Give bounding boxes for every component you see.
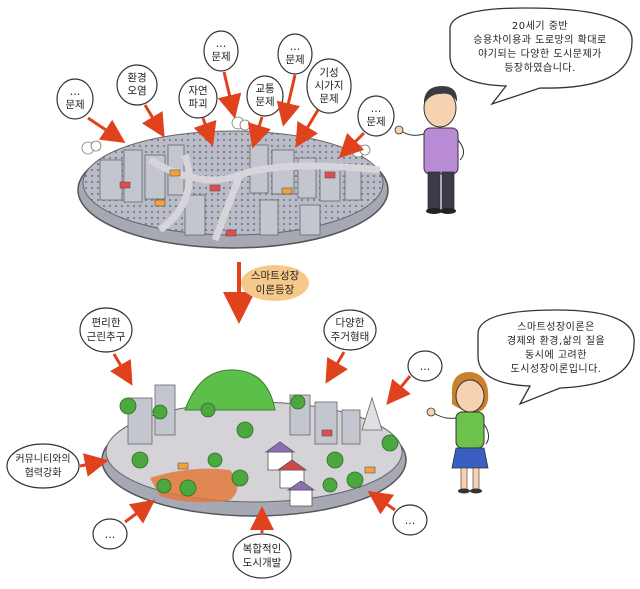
problem-bubble-8: … 문제 xyxy=(357,95,395,137)
top-problem-bubbles: … 문제 환경 오염 자연 파괴 … 문제 교통 문제 … 문제 xyxy=(56,30,395,137)
bubble-line: … xyxy=(371,103,382,115)
bubble-line: 문제 xyxy=(285,54,304,66)
top-city-roads xyxy=(148,153,381,242)
bubble-line: … xyxy=(70,86,81,98)
problem-bubble-6: … 문제 xyxy=(277,33,313,75)
speech-line: 20세기 중반 xyxy=(512,20,568,32)
benefit-bubble-4: 커뮤니티와의 협력강화 xyxy=(6,443,80,489)
bubble-line: … xyxy=(105,529,116,541)
transition: 스마트성장 이론등장 xyxy=(223,262,309,324)
bubble-line: 문제 xyxy=(319,93,338,105)
speech-line: 스마트성장이론은 xyxy=(517,321,595,333)
benefit-bubble-5: … xyxy=(92,518,128,550)
bubble-line: 파괴 xyxy=(188,98,207,110)
benefit-bubble-1: 편리한 근린추구 xyxy=(79,307,133,353)
bubble-line: 시가지 xyxy=(315,80,344,92)
bubble-line: 문제 xyxy=(211,51,230,63)
bottom-city xyxy=(101,369,407,517)
speech-line: 야기되는 다양한 도시문제가 xyxy=(478,48,602,60)
speech-line: 승용차이용과 도로망의 확대로 xyxy=(473,34,606,46)
top-city-cars xyxy=(119,169,336,237)
top-city xyxy=(77,116,389,249)
bubble-line: 오염 xyxy=(127,85,146,97)
bubble-line: … xyxy=(290,41,301,53)
man-presenter xyxy=(394,86,464,214)
problem-bubble-3: 자연 파괴 xyxy=(178,77,218,119)
speech-line: 동시에 고려한 xyxy=(525,349,587,361)
speech-line: 등장하였습니다. xyxy=(504,61,576,74)
bubble-line: 문제 xyxy=(366,116,385,128)
trees xyxy=(119,394,399,497)
bottom-bubbles: 편리한 근린추구 다양한 주거형태 … 커뮤니티와의 협력강화 … 복합적인 도… xyxy=(6,307,443,579)
benefit-bubble-6: 복합적인 도시개발 xyxy=(232,533,292,579)
problem-bubble-4: … 문제 xyxy=(203,30,239,72)
bubble-line: 협력강화 xyxy=(25,466,62,479)
problem-bubble-7: 기성 시가지 문제 xyxy=(306,58,352,114)
transition-label-line: 스마트성장 xyxy=(251,270,300,282)
bubble-line: 커뮤니티와의 xyxy=(15,453,70,465)
benefit-bubble-2: 다양한 주거형태 xyxy=(323,309,377,351)
bottom-city-cars xyxy=(177,429,376,474)
bottom-speech-bubble: 스마트성장이론은 경제와 환경,삶의 질을 동시에 고려한 도시성장이론입니다. xyxy=(477,309,635,406)
bubble-line: 교통 xyxy=(255,83,275,95)
houses xyxy=(264,441,316,507)
bubble-line: 기성 xyxy=(319,67,338,79)
speech-line: 도시성장이론입니다. xyxy=(511,362,602,375)
bubble-line: 문제 xyxy=(65,99,84,111)
bubble-line: … xyxy=(420,361,431,373)
bubble-line: 근린추구 xyxy=(87,331,126,343)
bubble-line: 자연 xyxy=(188,85,207,97)
benefit-bubble-7: … xyxy=(392,504,428,536)
bubble-line: … xyxy=(405,515,416,527)
bubble-line: 도시개발 xyxy=(243,557,282,569)
benefit-bubble-3: … xyxy=(407,350,443,382)
bubble-line: 다양한 xyxy=(336,317,365,329)
top-speech-bubble: 20세기 중반 승용차이용과 도로망의 확대로 야기되는 다양한 도시문제가 등… xyxy=(449,7,633,106)
bubble-line: 주거형태 xyxy=(331,331,370,343)
top-arrows xyxy=(87,71,366,159)
problem-bubble-1: … 문제 xyxy=(56,78,94,120)
transition-label-line: 이론등장 xyxy=(256,284,295,296)
bottom-arrows xyxy=(79,351,412,533)
speech-line: 경제와 환경,삶의 질을 xyxy=(507,334,605,347)
problem-bubble-2: 환경 오염 xyxy=(116,64,158,106)
problem-bubble-5: 교통 문제 xyxy=(246,75,284,117)
bubble-line: 환경 xyxy=(127,71,146,84)
bubble-line: 편리한 xyxy=(92,316,121,329)
bubble-line: … xyxy=(216,38,227,50)
bubble-line: 문제 xyxy=(255,96,274,108)
woman-presenter xyxy=(426,372,490,494)
bubble-line: 복합적인 xyxy=(243,543,282,555)
